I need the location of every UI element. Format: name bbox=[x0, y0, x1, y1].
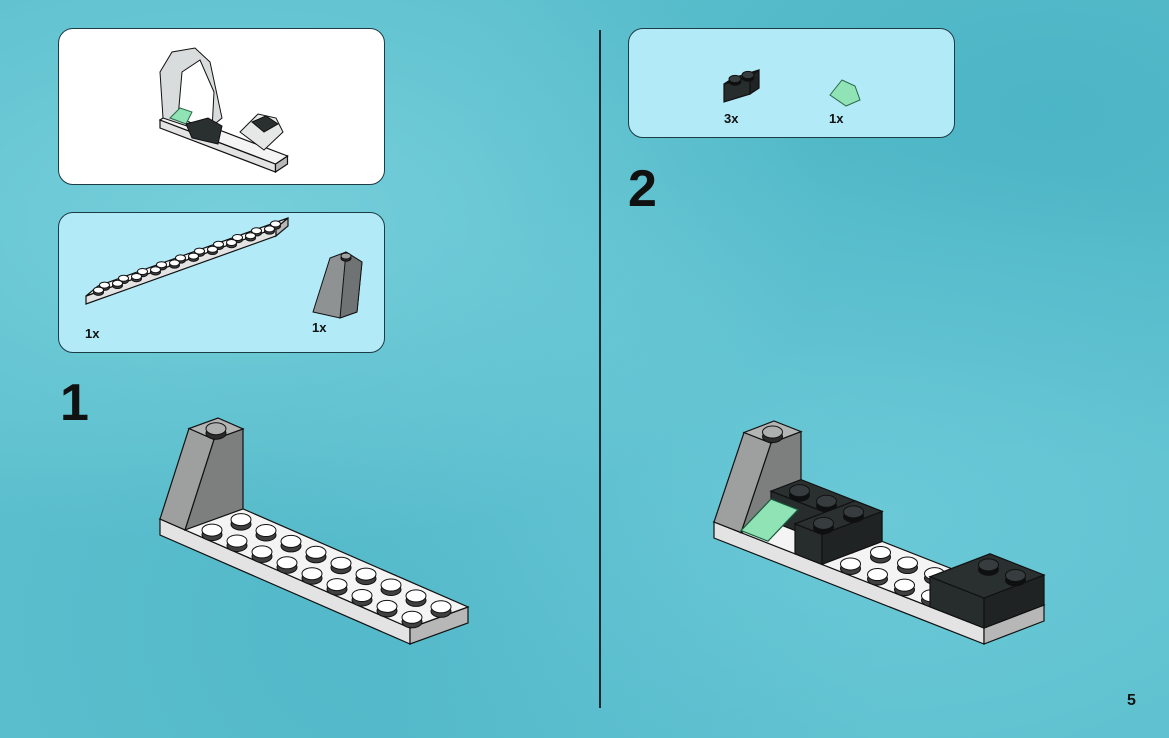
part-white-plate-stud bbox=[118, 274, 129, 282]
part-white-plate-stud bbox=[93, 286, 104, 294]
submodel-preview-panel bbox=[58, 28, 385, 185]
step1-slope-stud bbox=[205, 422, 227, 436]
step2-parts-panel bbox=[628, 28, 955, 138]
step2-black-brick-back-stud bbox=[816, 494, 837, 508]
step2-plate-stud bbox=[870, 545, 891, 559]
step2-black-brick-back-stud bbox=[789, 484, 810, 498]
part-black-brick-stud bbox=[741, 70, 755, 80]
step2-plate-stud bbox=[894, 578, 915, 592]
step1-plate-stud bbox=[276, 556, 298, 570]
part-white-plate-stud bbox=[99, 281, 110, 289]
step2-black-brick-end-stud bbox=[978, 558, 999, 572]
preview-right-black bbox=[251, 115, 279, 133]
step1-part2-qty: 1x bbox=[312, 320, 327, 335]
part-white-plate-stud bbox=[270, 220, 281, 228]
step1-plate-stud bbox=[301, 567, 323, 581]
step2-part1-qty: 3x bbox=[724, 111, 739, 126]
step2-plate-stud bbox=[867, 568, 888, 582]
part-white-plate-stud bbox=[226, 239, 237, 246]
step1-plate-stud bbox=[280, 534, 302, 548]
part-white-plate-stud bbox=[188, 252, 199, 260]
step-number-1: 1 bbox=[60, 374, 89, 432]
step1-plate-stud bbox=[230, 513, 252, 527]
preview-green-slope bbox=[169, 107, 193, 125]
part-black-brick-stud bbox=[728, 74, 742, 84]
step1-plate-stud bbox=[351, 589, 373, 602]
step1-plate-stud bbox=[430, 600, 452, 614]
step2-plate-stud bbox=[897, 556, 918, 570]
step2-black-brick-end-stud bbox=[1005, 568, 1026, 582]
part-white-plate-stud bbox=[251, 227, 262, 235]
page-number: 5 bbox=[1127, 692, 1136, 709]
step2-black-brick-front-stud bbox=[843, 505, 864, 519]
step-number-2: 2 bbox=[628, 160, 657, 218]
part-white-plate-stud bbox=[213, 240, 224, 248]
part-white-plate-stud bbox=[131, 273, 142, 280]
part-green-slope bbox=[829, 79, 861, 107]
part-white-plate-stud bbox=[169, 259, 180, 267]
step1-plate-stud bbox=[401, 610, 423, 624]
step1-plate-stud bbox=[326, 578, 348, 592]
part-white-plate-stud bbox=[194, 247, 205, 255]
step1-plate-stud bbox=[251, 545, 273, 559]
part-white-plate-stud bbox=[137, 268, 148, 275]
step1-plate-stud bbox=[355, 567, 377, 581]
step1-plate-stud bbox=[330, 556, 352, 570]
step2-green-slope bbox=[739, 498, 800, 542]
part-white-plate-stud bbox=[156, 261, 167, 269]
part-white-plate-stud bbox=[207, 245, 218, 253]
step1-plate-stud bbox=[376, 599, 398, 613]
part-white-plate-stud bbox=[264, 225, 275, 233]
part-white-plate-stud bbox=[245, 232, 256, 240]
part-white-plate-stud bbox=[175, 254, 186, 262]
part-gray-slope-side bbox=[339, 251, 363, 319]
step1-plate-stud bbox=[255, 524, 277, 537]
step2-black-brick-front-stud bbox=[813, 516, 834, 530]
step1-plate-stud bbox=[201, 523, 223, 537]
step1-plate-stud bbox=[405, 589, 427, 603]
step1-plate-stud bbox=[380, 578, 402, 592]
step1-plate-stud bbox=[226, 534, 248, 548]
step1-part1-qty: 1x bbox=[85, 326, 100, 341]
step2-slope-stud bbox=[762, 425, 783, 439]
step2-plate-stud bbox=[840, 557, 861, 571]
step2-part2-qty: 1x bbox=[829, 111, 844, 126]
preview-black-brick bbox=[185, 117, 223, 145]
part-white-plate-stud bbox=[112, 279, 123, 287]
step1-plate-stud bbox=[305, 545, 327, 559]
page-divider bbox=[599, 30, 601, 708]
part-gray-slope-stud bbox=[340, 252, 352, 260]
part-white-plate-stud bbox=[150, 266, 161, 274]
part-white-plate-stud bbox=[232, 234, 243, 241]
step2-black-brick-end-top-face bbox=[928, 553, 1046, 599]
